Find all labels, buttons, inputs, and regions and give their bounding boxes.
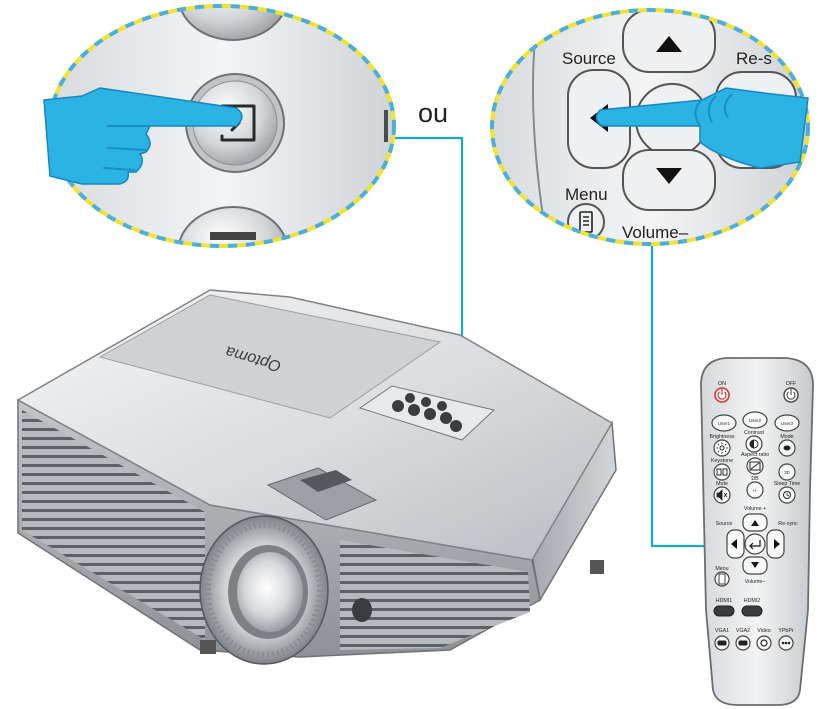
contrast-icon	[750, 440, 754, 448]
down-arrow-icon	[751, 562, 759, 568]
remote-3d-label: 3D	[784, 470, 791, 475]
remote-mode-label: Mode	[780, 434, 793, 440]
remote-source-label: Source	[716, 521, 733, 527]
mode-icon	[783, 445, 791, 451]
vga2-icon	[738, 640, 748, 646]
ypbpr-icon	[781, 641, 791, 645]
remote-3d-button[interactable]	[778, 463, 796, 481]
enter-icon	[749, 540, 761, 550]
remote-nav-cluster	[726, 513, 785, 575]
video-icon	[760, 639, 768, 647]
keystone-icon	[716, 468, 728, 476]
remote-user2-button[interactable]: User2	[742, 411, 768, 429]
projector: Optoma	[16, 289, 617, 665]
remote-dbi-button[interactable]	[746, 481, 764, 499]
zoom-menu-label: Menu	[565, 185, 608, 204]
connector-remote-line	[650, 238, 720, 548]
remote-enter-button[interactable]	[744, 533, 766, 555]
remote-volume-plus-label: Volume +	[744, 506, 766, 512]
pointing-hand-right	[595, 87, 809, 169]
projector-lens	[199, 515, 329, 665]
aspect-ratio-icon	[749, 461, 761, 471]
remote-zoom-bubble: Source Re-s Menu Volume–	[490, 8, 810, 246]
remote-on-label: ON	[718, 381, 726, 387]
remote-ypbpr-label: YPbPr	[778, 628, 794, 634]
remote-brightness-button[interactable]	[713, 439, 731, 457]
remote-sleep-timer-label: Sleep Time	[774, 481, 801, 487]
remote-user1-button[interactable]: User1	[711, 414, 737, 432]
projector-keypad	[358, 385, 496, 441]
mute-icon	[716, 489, 728, 501]
up-arrow-icon	[751, 520, 759, 526]
remote-hdmi1-label: HDMI1	[716, 598, 733, 604]
remote-keystone-label: Keystone	[711, 458, 733, 464]
zoom-volume-label: Volume–	[622, 223, 689, 242]
remote-video-button[interactable]	[756, 635, 772, 651]
pointing-hand-left	[43, 87, 243, 185]
remote-dbi-label: DB	[751, 476, 759, 482]
remote-volume-minus-label: Volume–	[745, 579, 766, 585]
dbi-icon: +/-	[752, 488, 758, 493]
remote-keystone-button[interactable]	[713, 463, 731, 481]
sleep-timer-icon	[783, 491, 791, 499]
remote-contrast-label: Contrast	[744, 430, 765, 436]
remote-brightness-label: Brightness	[709, 434, 734, 440]
remote-control: ON OFF User1 User2 User3 Brightness Cont…	[700, 357, 814, 706]
power-off-icon	[786, 389, 796, 400]
left-arrow-icon	[731, 539, 737, 549]
remote-mute-label: Mute	[716, 481, 728, 487]
remote-hdmi2-button[interactable]	[741, 605, 763, 617]
remote-vga2-label: VGA2	[736, 628, 750, 634]
brightness-icon	[716, 442, 728, 454]
remote-user1-label: User1	[718, 421, 731, 426]
connector-word: ou	[418, 98, 448, 128]
remote-hdmi1-button[interactable]	[713, 605, 735, 617]
right-arrow-icon	[774, 539, 780, 549]
remote-user3-label: User3	[781, 421, 794, 426]
remote-menu-button[interactable]	[714, 571, 730, 587]
remote-menu-label: Menu	[715, 566, 728, 572]
remote-off-label: OFF	[786, 381, 797, 387]
power-icon	[717, 389, 727, 400]
remote-aspect-ratio-label: Aspect ratio	[741, 452, 769, 458]
remote-menu-icon	[718, 573, 726, 585]
zoom-resync-label: Re-s	[736, 49, 772, 68]
remote-user2-label: User2	[749, 418, 762, 423]
zoom-source-label: Source	[562, 49, 616, 68]
vga1-icon	[717, 640, 727, 646]
remote-user3-button[interactable]: User3	[774, 414, 800, 432]
remote-hdmi2-label: HDMI2	[744, 598, 761, 604]
remote-vga1-label: VGA1	[715, 628, 729, 634]
remote-resync-label: Re-sync	[778, 521, 798, 527]
remote-video-label: Video	[757, 628, 771, 634]
